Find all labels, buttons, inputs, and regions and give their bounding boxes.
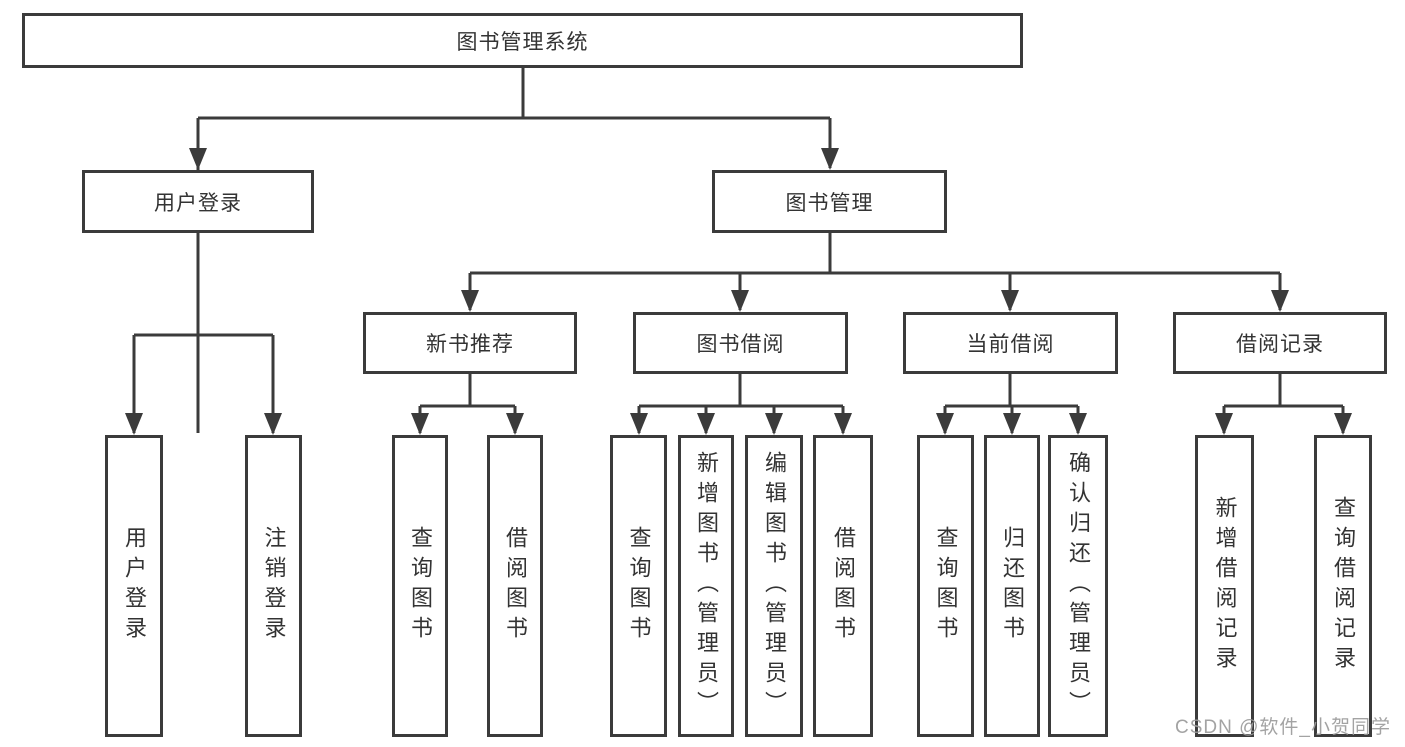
node-leaf-logout: 注销登录	[245, 435, 302, 737]
node-leaf-return-books: 归还图书	[984, 435, 1040, 737]
node-leaf-query-books-current: 查询图书	[917, 435, 974, 737]
node-leaf-add-borrow-record: 新增借阅记录	[1195, 435, 1254, 737]
node-user-login: 用户登录	[82, 170, 314, 233]
node-leaf-query-books-borrow: 查询图书	[610, 435, 667, 737]
node-root-library-system: 图书管理系统	[22, 13, 1023, 68]
node-book-borrowing: 图书借阅	[633, 312, 848, 374]
node-leaf-edit-books-admin: 编辑图书（管理员）	[745, 435, 803, 737]
node-borrowing-records: 借阅记录	[1173, 312, 1387, 374]
node-book-management: 图书管理	[712, 170, 947, 233]
node-leaf-borrow-books-recommend: 借阅图书	[487, 435, 543, 737]
node-leaf-borrow-books: 借阅图书	[813, 435, 873, 737]
node-leaf-add-books-admin: 新增图书（管理员）	[678, 435, 734, 737]
node-new-book-recommend: 新书推荐	[363, 312, 577, 374]
node-current-borrowing: 当前借阅	[903, 312, 1118, 374]
node-leaf-confirm-return-admin: 确认归还（管理员）	[1048, 435, 1108, 737]
csdn-watermark: CSDN @软件_小贺同学	[1175, 717, 1391, 738]
node-leaf-query-books-recommend: 查询图书	[392, 435, 448, 737]
node-leaf-user-login: 用户登录	[105, 435, 163, 737]
node-leaf-query-borrow-record: 查询借阅记录	[1314, 435, 1372, 737]
